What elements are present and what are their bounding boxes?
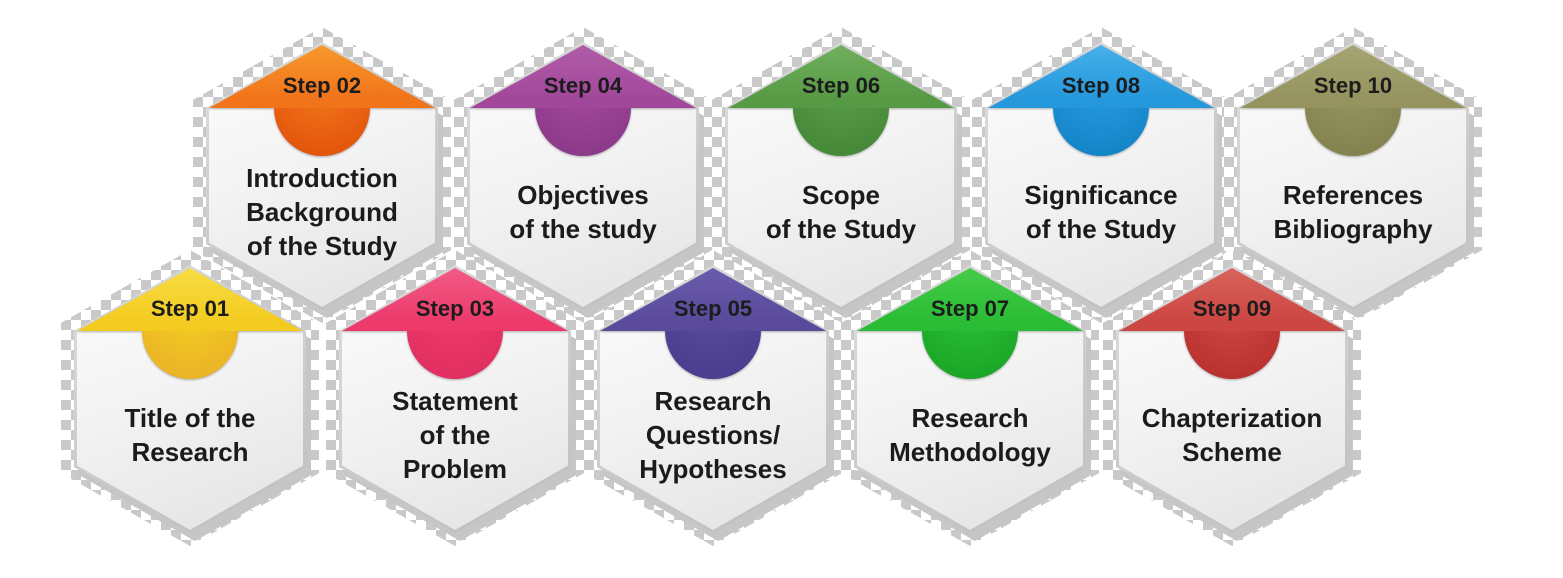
step-number-label: Step 02 [282, 73, 362, 98]
hexagon-step-03: Step 03 Statement of the Problem [326, 250, 584, 546]
hexagon-step-02: Step 02 Introduction Background of the S… [193, 27, 451, 323]
hexagon-step-07: Step 07 Research Methodology [841, 250, 1099, 546]
step-arrow [725, 42, 957, 167]
hexagon-step-05: Step 05 Research Questions/ Hypotheses [584, 250, 842, 546]
step-number-label: Step 09 [1192, 296, 1272, 321]
step-title: Significance of the Study [1024, 180, 1178, 244]
step-number-label: Step 10 [1313, 73, 1393, 98]
step-number-label: Step 07 [930, 296, 1010, 321]
hexagon-step-06: Step 06 Scope of the Study [712, 27, 970, 323]
step-title: Research Methodology [889, 403, 1051, 467]
step-number-label: Step 06 [801, 73, 881, 98]
step-arrow [74, 265, 306, 390]
hexagon-step-10: Step 10 References Bibliography [1224, 27, 1482, 323]
step-arrow [339, 265, 571, 390]
step-number-label: Step 03 [415, 296, 495, 321]
step-title: Introduction Background of the Study [246, 163, 398, 261]
step-number-label: Step 08 [1061, 73, 1141, 98]
step-arrow [597, 265, 829, 390]
step-arrow [985, 42, 1217, 167]
step-arrow [467, 42, 699, 167]
step-arrow [206, 42, 438, 167]
step-title: Scope of the Study [765, 180, 917, 244]
hexagon-step-09: Step 09 Chapterization Scheme [1103, 250, 1361, 546]
step-arrow [1237, 42, 1469, 167]
step-title: Statement of the Problem [392, 386, 518, 484]
step-number-label: Step 04 [543, 73, 623, 98]
step-number-label: Step 01 [150, 296, 230, 321]
step-title: References Bibliography [1273, 180, 1433, 244]
step-arrow [1116, 265, 1348, 390]
hexagon-step-01: Step 01 Title of the Research [61, 250, 319, 546]
hexagon-step-04: Step 04 Objectives of the study [454, 27, 712, 323]
hexagon-step-08: Step 08 Significance of the Study [972, 27, 1230, 323]
step-number-label: Step 05 [673, 296, 753, 321]
step-title: Objectives of the study [509, 180, 657, 244]
step-title: Title of the Research [124, 403, 256, 467]
step-arrow [854, 265, 1086, 390]
step-title: Research Questions/ Hypotheses [639, 386, 787, 484]
step-title: Chapterization Scheme [1141, 403, 1323, 467]
